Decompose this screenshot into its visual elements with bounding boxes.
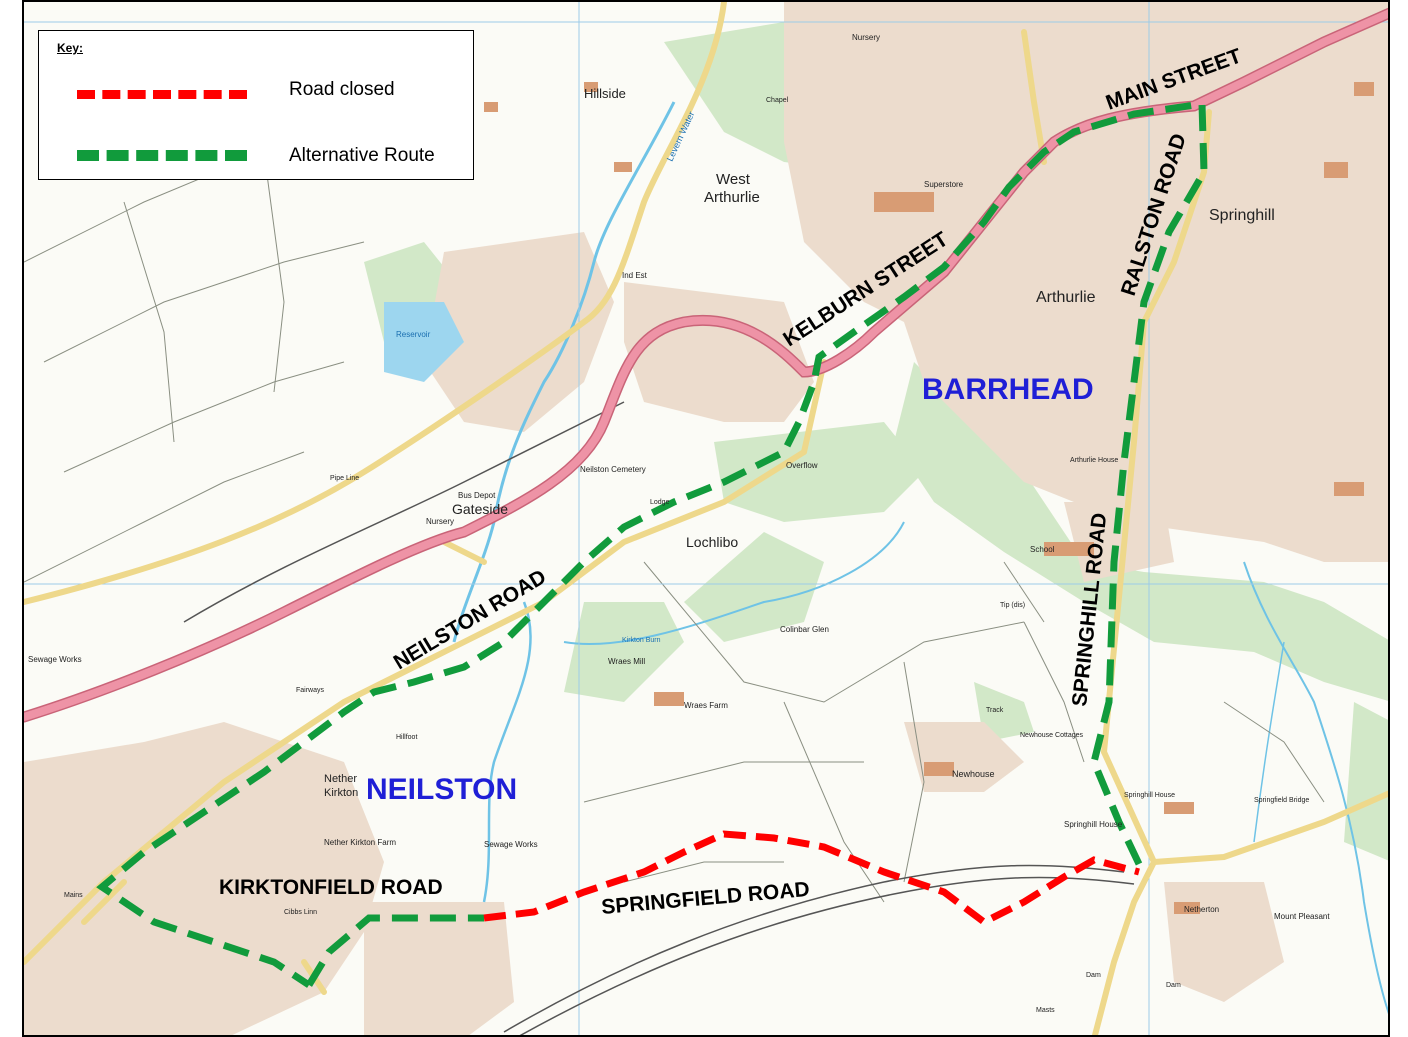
place-springhill: Springhill bbox=[1209, 207, 1275, 224]
place-sewage-works-w: Sewage Works bbox=[28, 655, 82, 664]
place-mains: Mains bbox=[64, 892, 83, 899]
place-overflow: Overflow bbox=[786, 461, 818, 470]
town-neilston: NEILSTON bbox=[366, 773, 517, 806]
place-tip: Tip (dis) bbox=[1000, 602, 1025, 609]
place-newhouse: Newhouse bbox=[952, 769, 995, 779]
place-wraes-mill: Wraes Mill bbox=[608, 657, 645, 666]
place-bus-depot: Bus Depot bbox=[458, 491, 496, 500]
place-nursery: Nursery bbox=[852, 33, 880, 42]
place-sewage-works-s: Sewage Works bbox=[484, 840, 538, 849]
building-blocks bbox=[484, 82, 1374, 914]
place-ind-est: Ind Est bbox=[622, 271, 648, 280]
map-frame: MAIN STREET RALSTON ROAD KELBURN STREET … bbox=[22, 0, 1390, 1037]
place-lodge: Lodge bbox=[650, 499, 670, 506]
place-springfield-bridge: Springfield Bridge bbox=[1254, 797, 1309, 804]
key-road-closed-label: Road closed bbox=[289, 79, 395, 100]
place-cibbs-linn: Cibbs Linn bbox=[284, 909, 317, 916]
place-nursery-2: Nursery bbox=[426, 517, 454, 526]
key-title: Key: bbox=[57, 41, 84, 55]
place-hillside: Hillside bbox=[584, 86, 626, 101]
place-gateside: Gateside bbox=[452, 501, 508, 517]
place-west-arthurlie-2: Arthurlie bbox=[704, 189, 760, 206]
place-west-arthurlie-1: West bbox=[716, 171, 751, 188]
place-school: School bbox=[1030, 545, 1055, 554]
place-wraes-farm: Wraes Farm bbox=[684, 701, 728, 710]
place-newhouse-cottages: Newhouse Cottages bbox=[1020, 732, 1084, 739]
place-superstore: Superstore bbox=[924, 180, 964, 189]
minor-roads bbox=[24, 2, 1388, 1035]
map-key: Key: Road closed Alternative Route bbox=[38, 30, 474, 180]
railway-lines bbox=[183, 401, 1135, 1035]
place-nether-kirkton-farm: Nether Kirkton Farm bbox=[324, 838, 396, 847]
town-barrhead: BARRHEAD bbox=[922, 373, 1094, 406]
place-dam-2: Dam bbox=[1166, 982, 1181, 989]
place-neilston-cemetery: Neilston Cemetery bbox=[580, 465, 646, 474]
water-features bbox=[384, 101, 1388, 1014]
place-track: Track bbox=[986, 707, 1004, 714]
place-springhill-house-2: Springhill House bbox=[1124, 792, 1175, 799]
place-kirkton-burn: Kirkton Burn bbox=[622, 637, 661, 644]
place-mount-pleasant: Mount Pleasant bbox=[1274, 912, 1330, 921]
place-dam: Dam bbox=[1086, 972, 1101, 979]
place-fairways: Fairways bbox=[296, 687, 325, 694]
key-alternative-route-label: Alternative Route bbox=[289, 145, 435, 166]
alternative-route[interactable] bbox=[96, 99, 1208, 988]
map-canvas[interactable]: MAIN STREET RALSTON ROAD KELBURN STREET … bbox=[24, 2, 1390, 1037]
place-netherton: Netherton bbox=[1184, 905, 1219, 914]
field-boundaries bbox=[24, 121, 1325, 903]
place-reservoir: Reservoir bbox=[396, 330, 431, 339]
label-kirktonfield-road: KIRKTONFIELD ROAD bbox=[219, 876, 443, 899]
place-arthurlie: Arthurlie bbox=[1036, 289, 1096, 306]
key-road-closed-swatch bbox=[77, 90, 247, 99]
place-springhill-house: Springhill House bbox=[1064, 820, 1123, 829]
place-nether-kirkton-2: Kirkton bbox=[324, 787, 358, 799]
place-chapel: Chapel bbox=[766, 97, 789, 104]
place-nether-kirkton-1: Nether bbox=[324, 773, 357, 785]
place-arthurlie-house: Arthurlie House bbox=[1070, 457, 1118, 464]
place-colinbar-glen: Colinbar Glen bbox=[780, 625, 829, 634]
place-pipe-line: Pipe Line bbox=[330, 475, 359, 482]
closed-road[interactable] bbox=[483, 830, 1140, 927]
place-lochlibo: Lochlibo bbox=[686, 534, 738, 550]
place-hillfoot: Hillfoot bbox=[396, 734, 417, 741]
key-alternative-route-swatch bbox=[77, 150, 247, 161]
place-masts: Masts bbox=[1036, 1007, 1055, 1014]
